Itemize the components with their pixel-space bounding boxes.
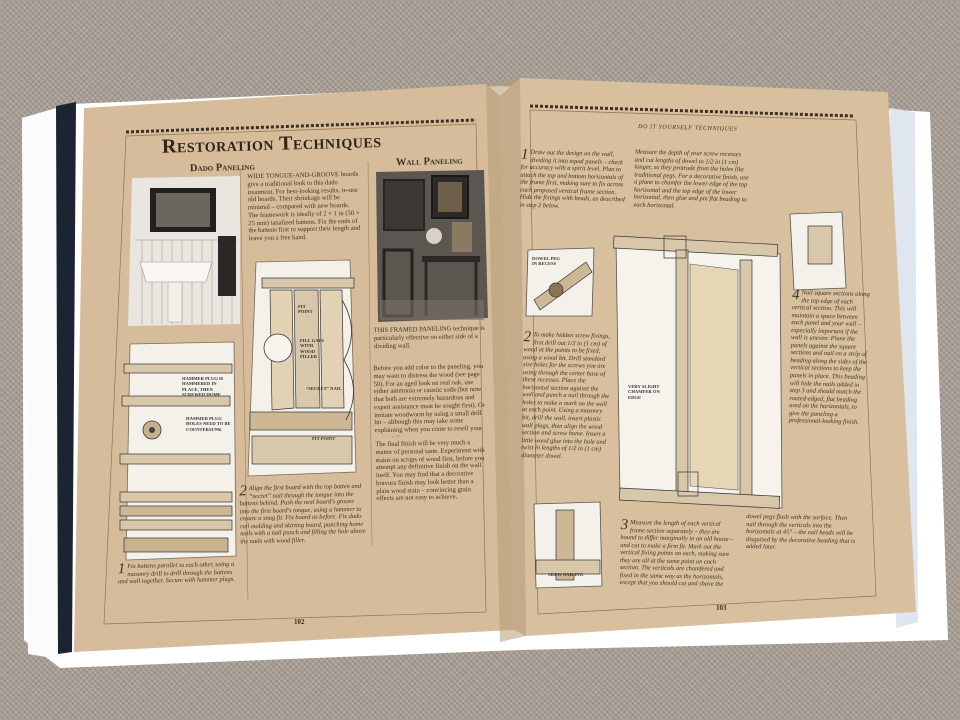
hammer-plug-label: HAMMER PLUG is hammered in place, then s… bbox=[182, 376, 224, 398]
previous-page-edge bbox=[22, 108, 64, 660]
wall-body-text: Before you add color to the paneling, yo… bbox=[373, 362, 485, 437]
hammer-plug-holes-label: HAMMER PLUG HOLES need to be countersunk bbox=[186, 416, 231, 432]
frame-illustration bbox=[613, 235, 783, 509]
battens-illustration bbox=[119, 341, 237, 561]
dowel-illustration bbox=[525, 247, 595, 317]
left-cover-spine-edge bbox=[56, 102, 76, 654]
left-page-frame bbox=[103, 123, 487, 625]
skew-nailing-illustration bbox=[533, 501, 603, 589]
wall-paneling-photo bbox=[376, 170, 488, 322]
wall-intro-text: THIS FRAMED PANELING technique is partic… bbox=[373, 324, 485, 350]
left-column-rule-2 bbox=[367, 161, 373, 546]
left-rope-border bbox=[125, 118, 477, 134]
left-page-number: 102 bbox=[294, 618, 305, 626]
wall-finish-text: The final finish will be very much a mat… bbox=[375, 439, 485, 503]
chamfer-label: VERY SLIGHT CHAMFER ON EDGE bbox=[628, 384, 660, 400]
right-step-3-continued: dowel pegs flush with the surface. Then … bbox=[745, 513, 856, 551]
fit-point-label-1: FIT POINT bbox=[298, 304, 313, 315]
secret-nail-label: “SECRET” NAIL bbox=[306, 386, 342, 391]
bathroom-photo bbox=[128, 176, 240, 326]
boards-illustration bbox=[247, 259, 357, 477]
right-page-frame bbox=[529, 109, 877, 615]
dowel-peg-label: DOWEL PEG IN RECESS bbox=[532, 256, 560, 267]
left-column-rule bbox=[239, 167, 249, 601]
dado-intro-text: WIDE TONGUE-AND-GROOVE boards give a tra… bbox=[247, 170, 361, 243]
fit-point-label-2: FIT POINT bbox=[312, 436, 336, 441]
screws-caption: Measure the depth of your screw recesses… bbox=[633, 148, 749, 210]
skew-nailing-label: SKEW NAILING bbox=[548, 572, 584, 577]
corner-detail-illustration bbox=[789, 211, 847, 291]
gutter-shadow bbox=[486, 78, 526, 642]
fill-gaps-label: FILL GAPS with wood filler bbox=[300, 338, 324, 360]
right-rope-border bbox=[529, 104, 855, 118]
wall-heading: Wall Paneling bbox=[395, 155, 463, 169]
right-page-number: 103 bbox=[716, 604, 727, 612]
